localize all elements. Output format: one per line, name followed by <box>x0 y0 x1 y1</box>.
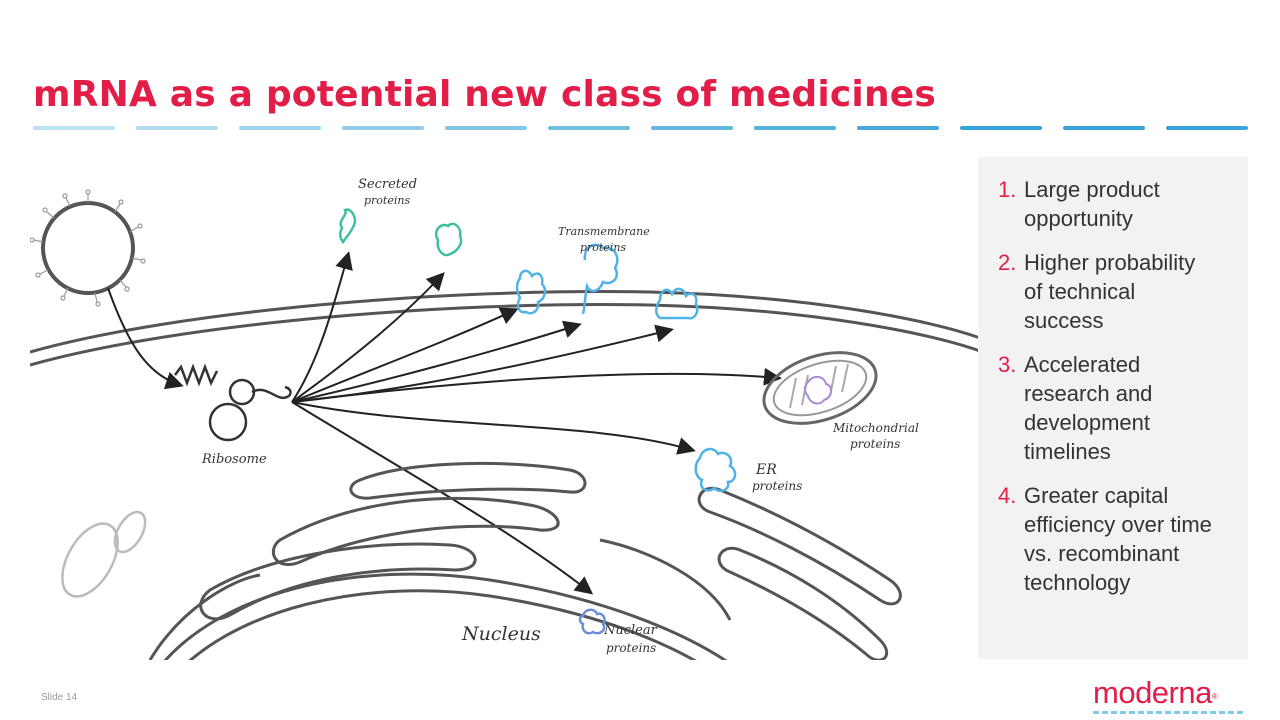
benefit-line: research and <box>1024 381 1153 406</box>
benefit-text: Higher probability of technical success <box>1024 248 1248 335</box>
mitochondrion-icon <box>762 351 878 425</box>
label-ribosome: Ribosome <box>201 452 267 467</box>
benefit-line: Large product <box>1024 177 1160 202</box>
benefit-number: 1. <box>998 177 1017 202</box>
moderna-logo: moderna® <box>1093 675 1218 710</box>
benefit-number: 2. <box>998 250 1017 275</box>
endoplasmic-reticulum <box>148 461 902 660</box>
logo-wordmark: moderna <box>1093 675 1212 710</box>
benefit-number: 4. <box>998 483 1017 508</box>
benefit-text: Greater capital efficiency over time vs. r… <box>1024 481 1248 597</box>
benefit-text: Accelerated research and development timeli… <box>1024 350 1248 466</box>
benefit-line: success <box>1024 308 1104 333</box>
benefit-item: 4. Greater capital efficiency over time vs.… <box>998 481 1248 597</box>
benefit-line: timelines <box>1024 439 1111 464</box>
benefit-line: efficiency over time <box>1024 512 1212 537</box>
label-mitochondrial-1: Mitochondrial <box>832 421 919 435</box>
benefit-line: technology <box>1024 570 1131 595</box>
benefit-line: opportunity <box>1024 206 1133 231</box>
benefit-line: Higher probability <box>1024 250 1196 275</box>
logo-registered-mark: ® <box>1211 692 1218 701</box>
er-protein-icon <box>694 447 737 493</box>
transmembrane-protein-icon <box>515 243 699 320</box>
label-nuclear-1: Nuclear <box>603 623 658 638</box>
benefits-list: 1. Large product opportunity 2. Higher proba… <box>998 175 1248 612</box>
benefit-number: 3. <box>998 352 1017 377</box>
label-er-2: proteins <box>752 479 802 493</box>
label-nuclear-2: proteins <box>606 641 656 655</box>
label-transmembrane-2: proteins <box>580 241 626 254</box>
nuclear-protein-icon <box>578 608 606 635</box>
title-underline <box>33 126 1248 131</box>
label-nucleus: Nucleus <box>461 623 541 645</box>
label-secreted-2: proteins <box>364 194 410 207</box>
benefit-line: vs. recombinant <box>1024 541 1180 566</box>
cell-illustration: Secreted proteins Transmembrane proteins… <box>30 177 980 660</box>
ribosome-icon <box>208 378 292 442</box>
benefits-panel: 1. Large product opportunity 2. Higher proba… <box>978 157 1248 659</box>
label-er-1: ER <box>755 462 777 478</box>
benefit-item: 3. Accelerated research and development time… <box>998 350 1248 466</box>
label-secreted-1: Secreted <box>358 177 417 192</box>
benefit-item: 2. Higher probability of technical success <box>998 248 1248 335</box>
label-mitochondrial-2: proteins <box>850 437 900 451</box>
translation-arrows <box>291 251 782 595</box>
label-transmembrane-1: Transmembrane <box>558 225 650 238</box>
benefit-line: Greater capital <box>1024 483 1169 508</box>
slide-number: Slide 14 <box>41 692 78 703</box>
benefit-line: development <box>1024 410 1150 435</box>
benefit-item: 1. Large product opportunity <box>998 175 1248 233</box>
nanoparticle-icon <box>30 189 146 307</box>
benefit-text: Large product opportunity <box>1024 175 1248 233</box>
secreted-protein-icon <box>338 208 463 257</box>
page-title: mRNA as a potential new class of medicin… <box>33 74 937 115</box>
nucleus-membrane <box>163 572 728 660</box>
logo-underline <box>1093 711 1245 714</box>
mitochondrion-faded-icon <box>61 510 147 598</box>
benefit-line: of technical <box>1024 279 1136 304</box>
benefit-line: Accelerated <box>1024 352 1141 377</box>
